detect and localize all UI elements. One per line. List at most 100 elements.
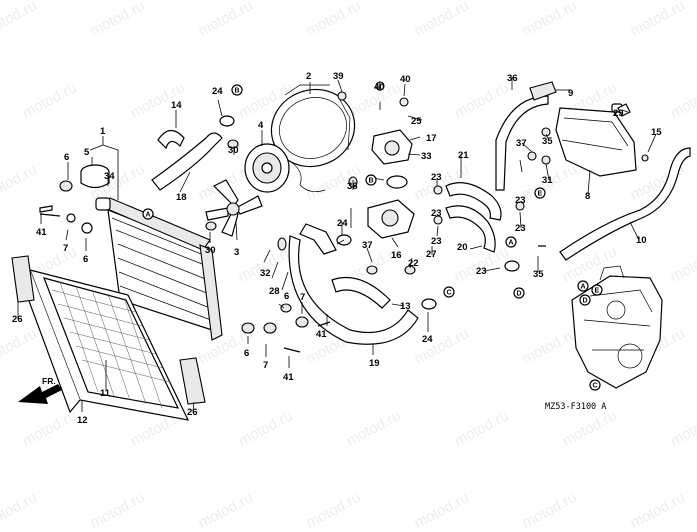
hardware <box>39 81 649 353</box>
callout-35a: 35 <box>542 136 553 147</box>
svg-text:C: C <box>447 290 452 297</box>
callout-6d: 6 <box>244 348 249 359</box>
callout-24b: 24 <box>337 218 348 229</box>
callout-16: 16 <box>391 250 402 261</box>
callout-27: 27 <box>426 249 437 260</box>
letter-b-1: B <box>231 84 243 96</box>
callout-13: 13 <box>400 301 411 312</box>
callout-3: 3 <box>234 247 239 258</box>
leader-lines <box>17 77 657 412</box>
letter-c-1: C <box>443 286 455 298</box>
callout-30a: 30 <box>228 145 239 156</box>
callout-40b: 40 <box>400 74 411 85</box>
figure-code: MZ53-F3100 A <box>545 402 606 412</box>
connection-letters: A B B C C A A D D E E <box>142 84 603 391</box>
callout-4: 4 <box>258 120 264 131</box>
callout-41a: 41 <box>36 227 47 238</box>
callout-14: 14 <box>171 100 182 111</box>
thermostat-housing <box>367 129 415 239</box>
fan-blade <box>205 179 263 237</box>
callout-41b: 41 <box>316 329 327 340</box>
callout-34: 34 <box>104 171 115 182</box>
callout-7b: 7 <box>300 292 305 303</box>
callout-24c: 24 <box>422 334 433 345</box>
callout-22: 22 <box>408 258 419 269</box>
callout-labels: 1 2 3 4 5 6 6 6 6 7 7 7 8 9 10 11 12 13 … <box>12 71 662 426</box>
callout-5: 5 <box>84 147 90 158</box>
svg-text:A: A <box>509 240 514 247</box>
hose-inner <box>299 223 337 255</box>
callout-18: 18 <box>176 192 187 203</box>
fan-shroud <box>270 84 356 168</box>
svg-text:B: B <box>369 178 374 185</box>
callout-23c: 23 <box>431 236 442 247</box>
svg-text:D: D <box>517 291 522 298</box>
hose-21 <box>445 182 502 221</box>
front-label: FR. <box>42 376 56 386</box>
callout-15: 15 <box>651 127 662 138</box>
callout-23a: 23 <box>431 172 442 183</box>
callout-33: 33 <box>421 151 432 162</box>
callout-28: 28 <box>269 286 280 297</box>
svg-text:A: A <box>581 284 586 291</box>
callout-31: 31 <box>542 175 553 186</box>
callout-32: 32 <box>260 268 271 279</box>
callout-9: 9 <box>568 88 573 99</box>
callout-26a: 26 <box>12 314 23 325</box>
callout-37a: 37 <box>362 240 373 251</box>
hose-36 <box>495 95 549 191</box>
letter-b-2: B <box>365 174 377 186</box>
letter-e-1: E <box>534 187 546 199</box>
svg-text:C: C <box>593 383 598 390</box>
callout-6a: 6 <box>64 152 69 163</box>
callout-7c: 7 <box>263 360 268 371</box>
callout-12: 12 <box>77 415 88 426</box>
callout-19: 19 <box>369 358 380 369</box>
hose-18 <box>151 132 223 191</box>
callout-10: 10 <box>636 235 647 246</box>
callout-37b: 37 <box>516 138 527 149</box>
callout-41c: 41 <box>283 372 294 383</box>
radiator-grille <box>11 255 206 421</box>
svg-text:E: E <box>595 288 600 295</box>
callout-1: 1 <box>100 126 106 137</box>
radiator-cap <box>39 164 110 234</box>
hose-19 <box>288 235 419 345</box>
letter-d-1: D <box>513 287 525 299</box>
letter-c-2: C <box>589 379 601 391</box>
hose-20 <box>445 205 496 253</box>
callout-17: 17 <box>426 133 437 144</box>
callout-25: 25 <box>411 116 422 127</box>
callout-23e: 23 <box>515 195 526 206</box>
callout-40a: 40 <box>374 82 385 93</box>
callout-29: 29 <box>613 108 624 119</box>
callout-20: 20 <box>457 242 468 253</box>
letter-d-2: D <box>579 294 591 306</box>
fan-motor <box>244 143 326 193</box>
callout-30b: 30 <box>205 245 216 256</box>
hose-10 <box>559 147 691 261</box>
front-arrow: FR. <box>18 376 62 404</box>
callout-26b: 26 <box>187 407 198 418</box>
callout-7a: 7 <box>63 243 68 254</box>
letter-a-1: A <box>142 208 154 220</box>
svg-text:A: A <box>146 212 151 219</box>
svg-text:E: E <box>538 191 543 198</box>
letter-e-2: E <box>591 284 603 296</box>
radiator-core <box>95 197 223 341</box>
callout-39: 39 <box>333 71 344 82</box>
reserve-tank <box>529 81 637 177</box>
letter-a-3: A <box>577 280 589 292</box>
callout-11: 11 <box>100 388 111 399</box>
callout-23f: 23 <box>515 223 526 234</box>
callout-6c: 6 <box>284 291 289 302</box>
callout-2: 2 <box>306 71 311 82</box>
hose-14 <box>157 129 185 150</box>
callout-23b: 23 <box>431 208 442 219</box>
callout-23d: 23 <box>476 266 487 277</box>
callout-24a: 24 <box>212 86 223 97</box>
hose-13 <box>331 276 391 309</box>
callout-6b: 6 <box>83 254 88 265</box>
